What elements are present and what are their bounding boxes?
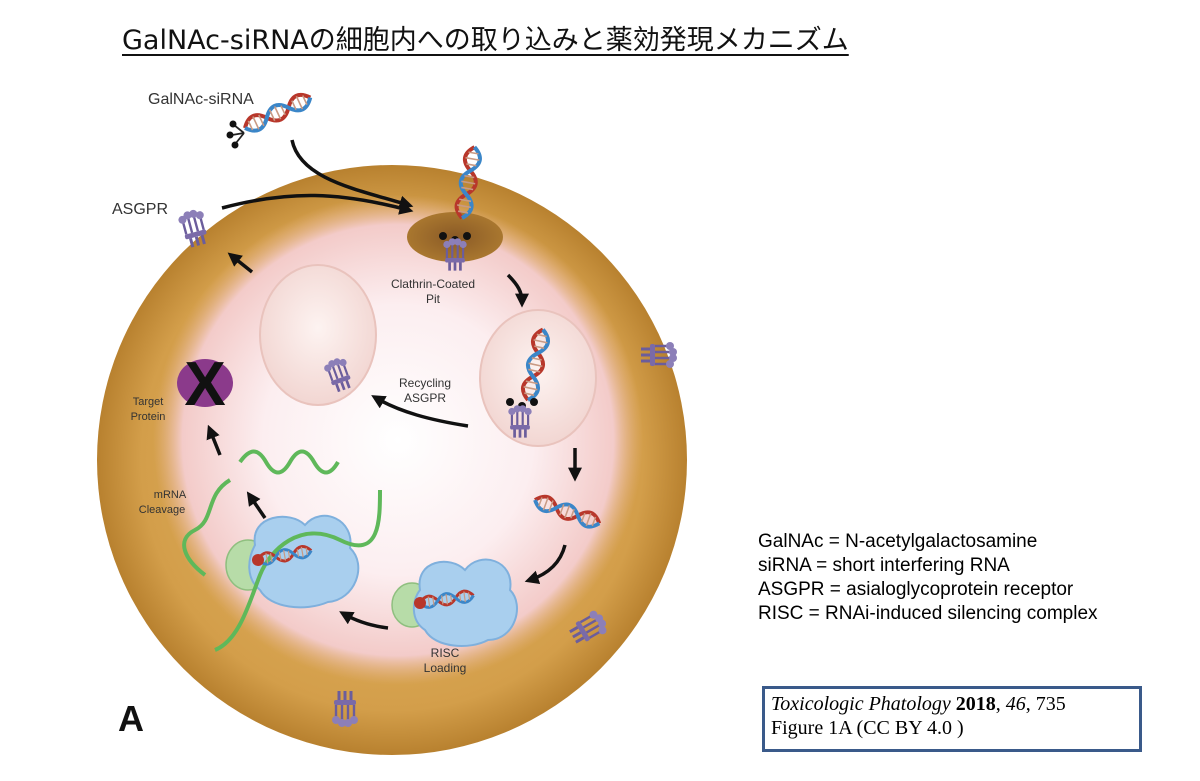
arrow-recycling: [371, 395, 469, 428]
legend-item: ASGPR = asialoglycoprotein receptor: [758, 579, 1074, 600]
label-galnac-sirna: GalNAc-siRNA: [148, 91, 254, 108]
label-clathrin: Clathrin-Coated: [391, 277, 475, 291]
mrna-fragment-left: [182, 478, 232, 577]
label-recycling: Recycling: [399, 376, 451, 390]
citation-line-1: Toxicologic Phatology 2018, 46, 735: [771, 693, 1066, 715]
galnac-cluster-free: [225, 119, 245, 150]
page-title: GalNAc-siRNAの細胞内への取り込みと薬効発現メカニズム: [122, 25, 849, 56]
arrow-cleavage-up: [246, 491, 267, 519]
mrna-strand: [214, 489, 382, 652]
label-recycling-asgpr: ASGPR: [404, 391, 446, 405]
citation-page: 735: [1035, 693, 1066, 715]
risc-loading-complex: [391, 558, 518, 647]
panel-letter: A: [118, 698, 144, 739]
label-pit: Pit: [426, 292, 441, 306]
legend-item: siRNA = short interfering RNA: [758, 555, 1010, 576]
citation-journal: Toxicologic Phatology: [771, 693, 951, 715]
risc-active-complex: [214, 489, 382, 652]
arrow-receptor-out: [227, 252, 254, 274]
arrow-to-target: [206, 424, 222, 456]
label-protein: Protein: [131, 411, 166, 423]
arrow-asgpr-to-pit: [221, 193, 414, 215]
inhibit-x-mark: X: [184, 350, 225, 419]
mrna-fragment-top: [238, 449, 340, 475]
citation-figure: Figure 1A (CC BY 4.0 ): [771, 717, 964, 739]
label-loading: Loading: [424, 661, 467, 675]
target-protein: [177, 359, 233, 407]
label-mrna: mRNA: [154, 489, 187, 501]
citation-box: Toxicologic Phatology 2018, 46, 735 Figu…: [762, 686, 1142, 752]
label-cleavage: Cleavage: [139, 504, 185, 516]
arrow-pit-to-endosome: [506, 273, 529, 308]
citation-year: 2018: [955, 693, 996, 715]
label-risc: RISC: [431, 646, 460, 660]
arrow-release-to-risc: [524, 544, 567, 584]
abbreviation-legend: GalNAc = N-acetylgalactosamine siRNA = s…: [758, 530, 1098, 626]
label-asgpr: ASGPR: [112, 201, 168, 218]
citation-volume: 46: [1005, 693, 1026, 715]
arrow-risc-to-left: [339, 611, 389, 630]
recycling-vesicle: [259, 264, 377, 406]
arrow-galnac-to-pit: [290, 139, 414, 210]
legend-item: RISC = RNAi-induced silencing complex: [758, 603, 1098, 624]
label-target: Target: [133, 396, 164, 408]
legend-item: GalNAc = N-acetylgalactosamine: [758, 531, 1038, 552]
